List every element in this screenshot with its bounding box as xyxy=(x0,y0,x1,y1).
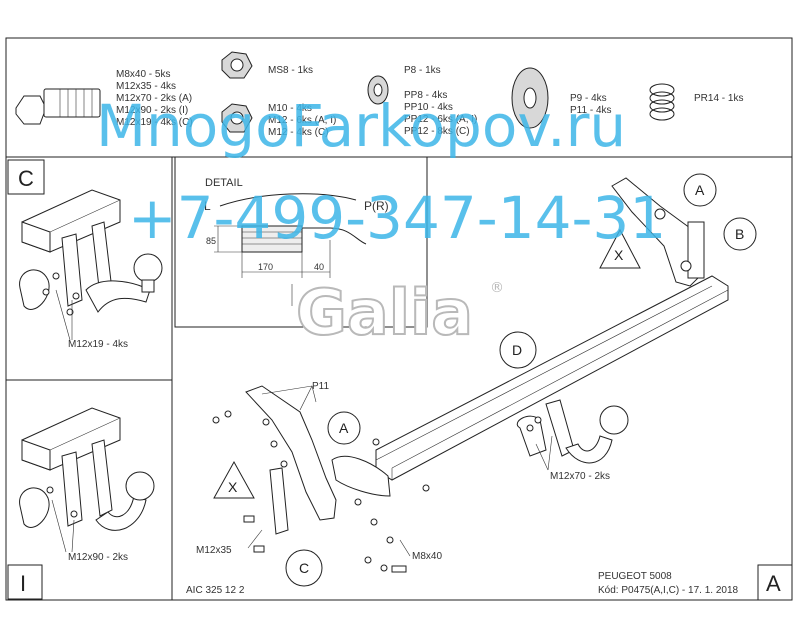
label-p11: P11 xyxy=(312,381,329,392)
bolt-icon xyxy=(15,88,101,125)
callout-b: B xyxy=(723,217,757,251)
callout-c-letter: C xyxy=(299,560,309,576)
spring-washer-icon xyxy=(649,83,675,121)
panel-a-letter: A xyxy=(766,571,781,596)
panel-i-letter-box xyxy=(7,564,43,600)
right-bracket-drawing xyxy=(611,177,705,287)
nut-label-2: M12 - 6ks (A, I) xyxy=(268,115,336,126)
bolt-label-2: M12x35 - 4ks xyxy=(116,81,176,92)
washer-p8-label: P8 - 1ks xyxy=(404,65,441,76)
galia-logo-reg: ® xyxy=(490,280,504,296)
callout-c: C xyxy=(285,549,323,587)
panel-c-bolt-label: M12x19 - 4ks xyxy=(68,339,128,350)
watermark-site: MnogoFarkopov.ru xyxy=(96,92,626,160)
washer-p9-label-1: P9 - 4ks xyxy=(570,93,607,104)
panel-c-letter: C xyxy=(18,166,34,191)
panel-i-bolt-label: M12x90 - 2ks xyxy=(68,552,128,563)
bolt-label-3: M12x70 - 2ks (A) xyxy=(116,93,192,104)
callout-a-mid: A xyxy=(327,411,361,445)
panel-a-letter-box xyxy=(757,564,793,601)
callout-x-right: X xyxy=(599,228,641,269)
washer-p9-icon xyxy=(511,67,549,129)
callout-b-letter: B xyxy=(735,226,744,242)
ball-hitch-i-drawing xyxy=(19,407,155,553)
callout-x-right-letter: X xyxy=(614,247,624,263)
washer-pp-label-1: PP8 - 4ks xyxy=(404,90,447,101)
washer-p8-icon xyxy=(367,75,389,105)
washer-pp-label-4: PP12 - 8ks (C) xyxy=(404,126,470,137)
nut-label-1: M10 - 4ks xyxy=(268,103,312,114)
washer-pp-label-3: PP12 - 6ks (A, I) xyxy=(404,114,477,125)
callout-a-top: A xyxy=(683,173,717,207)
watermark-phone: +7-499-347-14-31 xyxy=(128,184,666,252)
callout-a-mid-letter: A xyxy=(339,420,349,436)
detail-crossbar-profile xyxy=(214,193,367,306)
detail-pr-label: P(R) xyxy=(364,199,389,213)
detail-l-label: L xyxy=(204,199,211,213)
ball-hitch-c-drawing xyxy=(19,189,163,341)
label-m8x40: M8x40 xyxy=(412,551,442,562)
bolt-label-4: M12x90 - 2ks (I) xyxy=(116,105,188,116)
galia-logo: Galia xyxy=(296,276,473,349)
left-bracket-drawing xyxy=(245,385,391,535)
footer-vehicle: PEUGEOT 5008 xyxy=(598,571,672,582)
footer-kod: Kód: P0475(A,I,C) - 17. 1. 2018 xyxy=(598,585,739,596)
panel-c-letter-box xyxy=(7,159,45,195)
fastener-group-left xyxy=(212,385,430,573)
callout-d-letter: D xyxy=(512,342,522,358)
detail-title: DETAIL xyxy=(205,177,243,189)
washer-p9-label-2: P11 - 4ks xyxy=(570,105,612,116)
callout-a-top-letter: A xyxy=(695,182,705,198)
panel-i-letter: I xyxy=(20,571,26,596)
label-m12x35: M12x35 xyxy=(196,545,232,556)
outer-frame xyxy=(5,37,793,601)
label-m12x70: M12x70 - 2ks xyxy=(550,471,610,482)
callout-d: D xyxy=(499,331,537,369)
callout-x-left-letter: X xyxy=(228,479,238,495)
detail-dim-1: 170 xyxy=(258,262,273,272)
detail-dim-2: 40 xyxy=(314,262,324,272)
nut-m10-icon xyxy=(221,103,253,133)
washer-pp-label-2: PP10 - 4ks xyxy=(404,102,453,113)
bolt-label-5: M12x19 - 4ks (C) xyxy=(116,117,193,128)
spring-label: PR14 - 1ks xyxy=(694,93,743,104)
footer-code: AIC 325 12 2 xyxy=(186,585,245,596)
detail-box xyxy=(174,156,428,328)
nut-ms8-label: MS8 - 1ks xyxy=(268,65,313,76)
bolt-label-1: M8x40 - 5ks xyxy=(116,69,170,80)
nut-ms8-icon xyxy=(221,51,253,79)
main-ball-hitch-drawing xyxy=(517,399,629,464)
nut-label-3: M12 - 4ks (C) xyxy=(268,127,329,138)
fastener-group-right xyxy=(526,416,553,471)
detail-dim-h: 85 xyxy=(206,236,216,246)
callout-x-left: X xyxy=(213,460,255,499)
